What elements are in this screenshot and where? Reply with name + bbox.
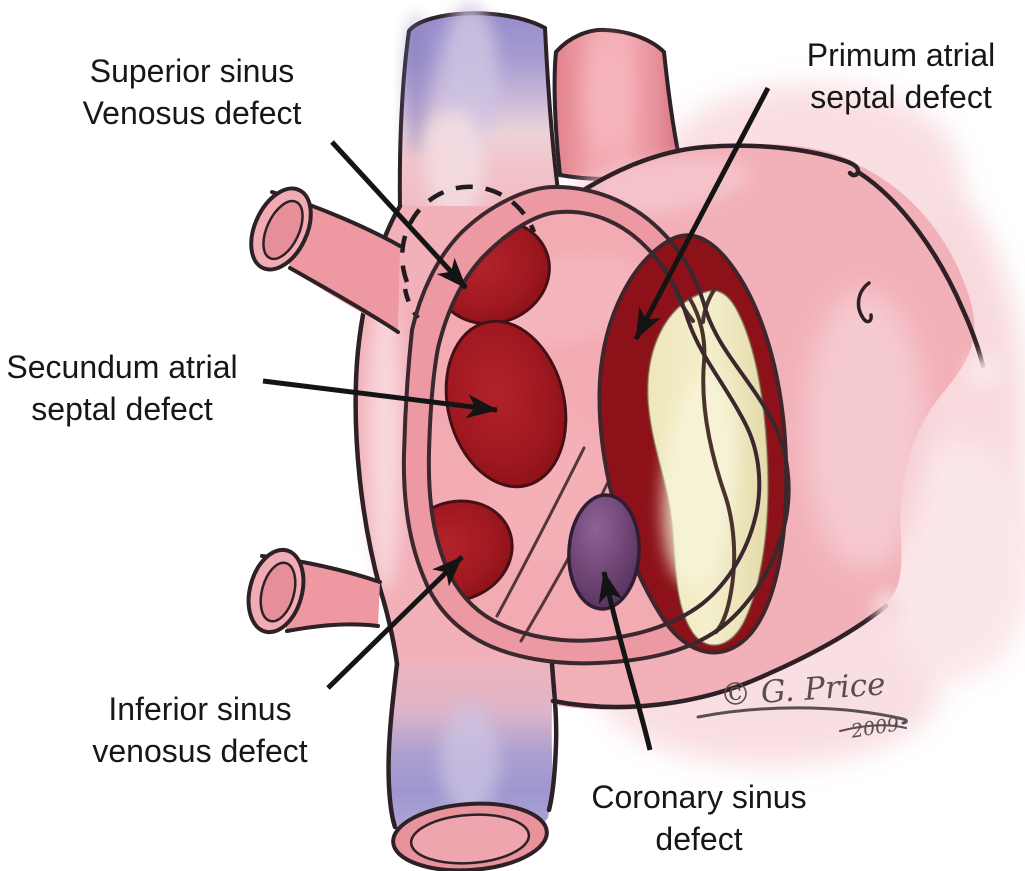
svc-ghost-dashed-outline [399,184,537,320]
label-inferior-sinus-venosus-defect: Inferior sinus venosus defect [92,688,307,772]
label-line: Venosus defect [82,95,302,131]
label-line: venosus defect [92,733,308,769]
opened-right-atrium [399,184,791,666]
label-line: defect [655,821,743,857]
label-line: Secundum atrial [6,349,238,385]
right-pulmonary-vein-lower [246,547,382,635]
annotation-arrows [262,86,771,751]
inferior-sinus-venosus-defect-hole [428,499,514,603]
right-pulmonary-vein-upper [249,186,402,334]
septal-ridge-lines [495,446,618,643]
arrow-primum [633,86,771,341]
label-line: Primum atrial [806,37,996,73]
label-line: septal defect [31,391,213,427]
label-primum-atrial-septal-defect: Primum atrial septal defect [807,34,995,118]
label-line: Superior sinus [89,53,295,89]
artist-signature-flourish [696,706,908,732]
ivc-opening [386,661,559,871]
secundum-asd-hole [444,319,568,489]
label-coronary-sinus-defect: Coronary sinus defect [591,776,806,860]
label-secundum-atrial-septal-defect: Secundum atrial septal defect [6,346,237,430]
label-line: Inferior sinus [108,691,292,727]
arrow-secundum [262,378,498,419]
label-superior-sinus-venosus-defect: Superior sinus Venosus defect [83,50,302,134]
heart-bottom-edge [550,603,889,710]
label-line: septal defect [810,79,992,115]
inferior-vena-cava [388,660,553,847]
aorta [552,27,684,181]
label-line: Coronary sinus [591,779,807,815]
arrow-superior-sinus-venosus [330,140,468,290]
arrow-coronary-sinus [598,571,653,751]
atrial-appendage-crease [856,281,873,324]
arrow-inferior-sinus-venosus [326,555,464,690]
